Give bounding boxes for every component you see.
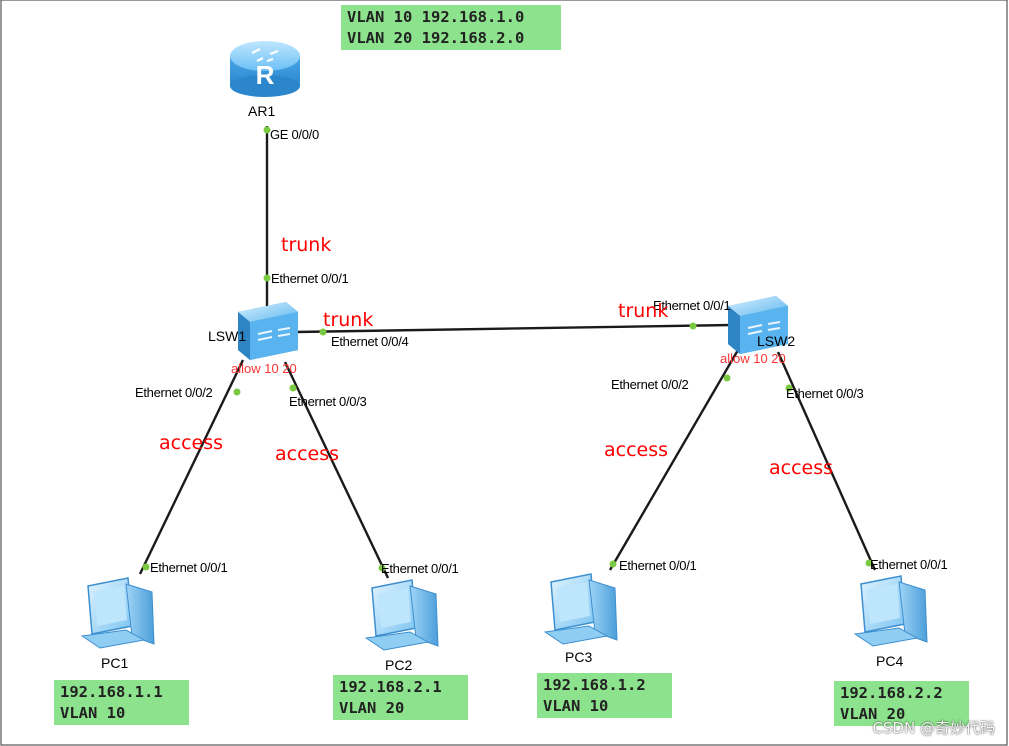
port-label-lsw1-e3: Ethernet 0/0/3 (289, 394, 367, 409)
pc2-vlan: VLAN 20 (339, 699, 405, 717)
pc2-info-box: 192.168.2.1 VLAN 20 (333, 675, 468, 720)
port-dot-lsw2-e1 (689, 322, 697, 330)
pc-icon[interactable] (80, 577, 155, 649)
port-label-lsw2-e2: Ethernet 0/0/2 (611, 377, 689, 392)
port-dot-lsw2-e2 (723, 374, 731, 382)
pc-icon[interactable] (543, 573, 618, 645)
device-label-ar1: AR1 (248, 103, 275, 119)
port-dot-pc3-e1 (609, 560, 617, 568)
pc4-vlan: VLAN 20 (840, 705, 906, 723)
pc2-ip: 192.168.2.1 (339, 678, 442, 696)
switch-icon[interactable] (728, 296, 788, 354)
pc4-ip: 192.168.2.2 (840, 684, 943, 702)
vlan-legend-box: VLAN 10 192.168.1.0 VLAN 20 192.168.2.0 (341, 5, 561, 50)
pc-icon[interactable] (853, 575, 928, 647)
device-label-pc1: PC1 (101, 655, 128, 671)
pc4-info-box: 192.168.2.2 VLAN 20 (834, 681, 969, 726)
port-dot-pc1-e1 (142, 563, 150, 571)
port-label-lsw1-e1: Ethernet 0/0/1 (271, 271, 349, 286)
port-dot-lsw1-e1 (263, 274, 271, 282)
link-lsw1-pc1 (138, 359, 245, 575)
device-label-lsw1: LSW1 (208, 328, 246, 344)
pc1-vlan: VLAN 10 (60, 704, 126, 722)
port-label-pc4-e1: Ethernet 0/0/1 (870, 557, 948, 572)
vlan-legend-line-2: VLAN 20 192.168.2.0 (347, 29, 525, 47)
link-type-lsw1-side: trunk (323, 309, 373, 331)
port-label-pc3-e1: Ethernet 0/0/1 (619, 558, 697, 573)
pc3-vlan: VLAN 10 (543, 697, 609, 715)
device-label-lsw2: LSW2 (757, 333, 795, 349)
vlan-legend-line-1: VLAN 10 192.168.1.0 (347, 8, 525, 26)
port-label-lsw2-e1: Ethernet 0/0/1 (653, 298, 731, 313)
port-dot-ar1-ge (263, 126, 271, 134)
port-dot-lsw1-e4 (319, 328, 327, 336)
port-dot-lsw1-e3 (289, 384, 297, 392)
port-dot-lsw2-e3 (785, 384, 793, 392)
link-lsw2-pc3 (608, 349, 740, 571)
link-type-ar1-lsw1: trunk (281, 234, 331, 256)
allow-label-lsw2: allow 10 20 (720, 351, 786, 366)
pc3-info-box: 192.168.1.2 VLAN 10 (537, 673, 672, 718)
pc-icon[interactable] (364, 579, 439, 651)
allow-label-lsw1: allow 10 20 (231, 361, 297, 376)
device-label-pc3: PC3 (565, 649, 592, 665)
link-lsw1-lsw2 (295, 323, 733, 334)
port-label-lsw1-e4: Ethernet 0/0/4 (331, 334, 409, 349)
port-dot-pc2-e1 (378, 564, 386, 572)
device-label-pc2: PC2 (385, 657, 412, 673)
device-label-pc4: PC4 (876, 653, 903, 669)
router-icon[interactable]: R (230, 41, 300, 97)
port-dot-pc4-e1 (865, 559, 873, 567)
pc1-ip: 192.168.1.1 (60, 683, 163, 701)
pc3-ip: 192.168.1.2 (543, 676, 646, 694)
link-type-lsw1-pc2: access (275, 443, 339, 465)
link-type-lsw2-pc4: access (769, 457, 833, 479)
link-type-lsw1-pc1: access (159, 432, 223, 454)
watermark: CSDN @奇妙代码 (872, 719, 995, 737)
port-label-lsw1-e2: Ethernet 0/0/2 (135, 385, 213, 400)
svg-text:R: R (256, 60, 275, 90)
port-label-pc1-e1: Ethernet 0/0/1 (150, 560, 228, 575)
switch-icon[interactable] (238, 302, 298, 360)
port-label-ar1-ge: GE 0/0/0 (270, 127, 319, 142)
link-type-lsw2-pc3: access (604, 439, 668, 461)
port-dots (142, 126, 873, 572)
port-label-pc2-e1: Ethernet 0/0/1 (381, 561, 459, 576)
pc1-info-box: 192.168.1.1 VLAN 10 (54, 680, 189, 725)
port-label-lsw2-e3: Ethernet 0/0/3 (786, 386, 864, 401)
link-type-lsw2-side: trunk (618, 300, 668, 322)
link-lsw1-pc2 (283, 361, 390, 579)
link-lsw2-pc4 (776, 351, 877, 571)
port-dot-lsw1-e2 (233, 388, 241, 396)
